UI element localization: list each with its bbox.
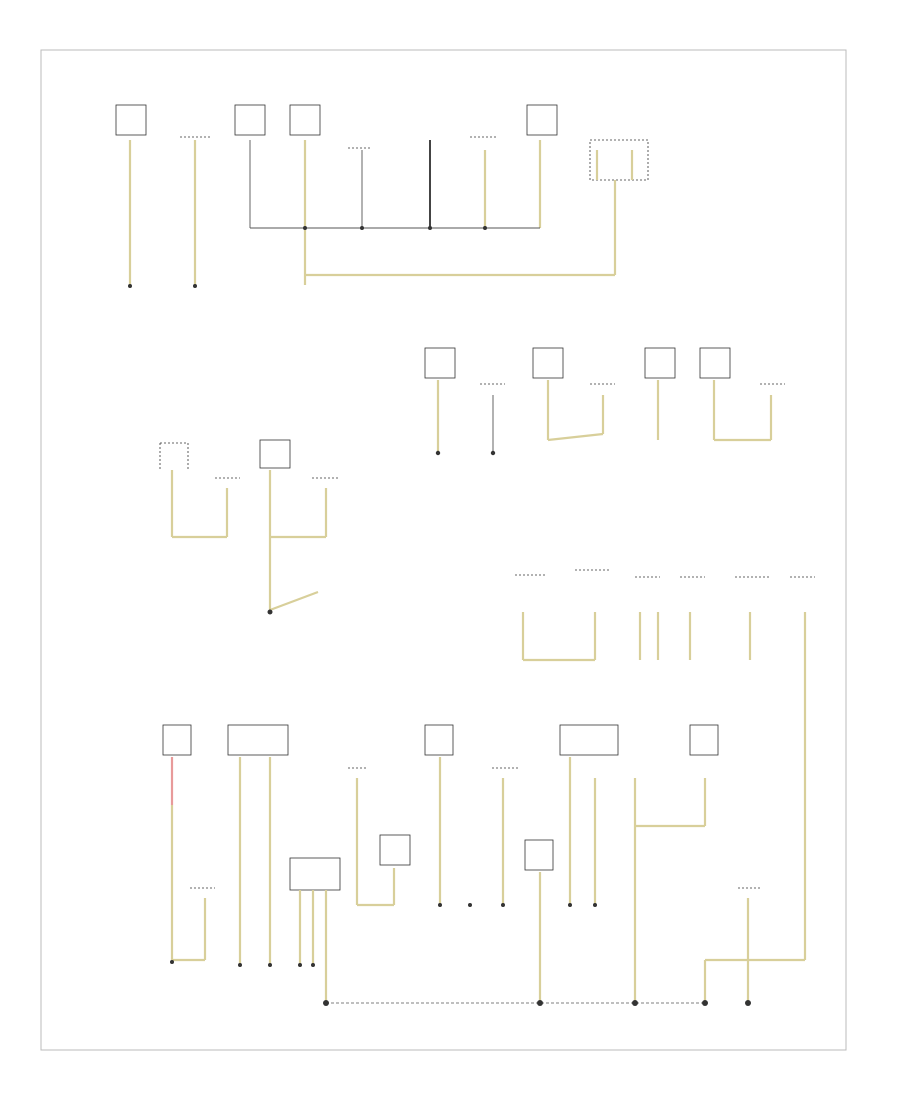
bottom-components (162, 724, 760, 891)
diagram-border (40, 49, 847, 1051)
top-row-components (115, 104, 649, 181)
lower-right-components (515, 569, 815, 578)
mid-left-components (159, 439, 338, 479)
top-row-wires (128, 140, 634, 285)
mid-right-wires (436, 380, 773, 452)
mid-right-nodes (435, 450, 496, 456)
top-row-black-wires (249, 140, 540, 229)
lower-right-wires (521, 612, 807, 960)
bottom-nodes (170, 903, 751, 1006)
mid-left-wires (170, 470, 328, 612)
mid-right-components (424, 347, 785, 385)
bottom-wires (170, 757, 805, 1003)
top-row-nodes (128, 226, 487, 288)
mid-left-nodes (267, 609, 273, 615)
